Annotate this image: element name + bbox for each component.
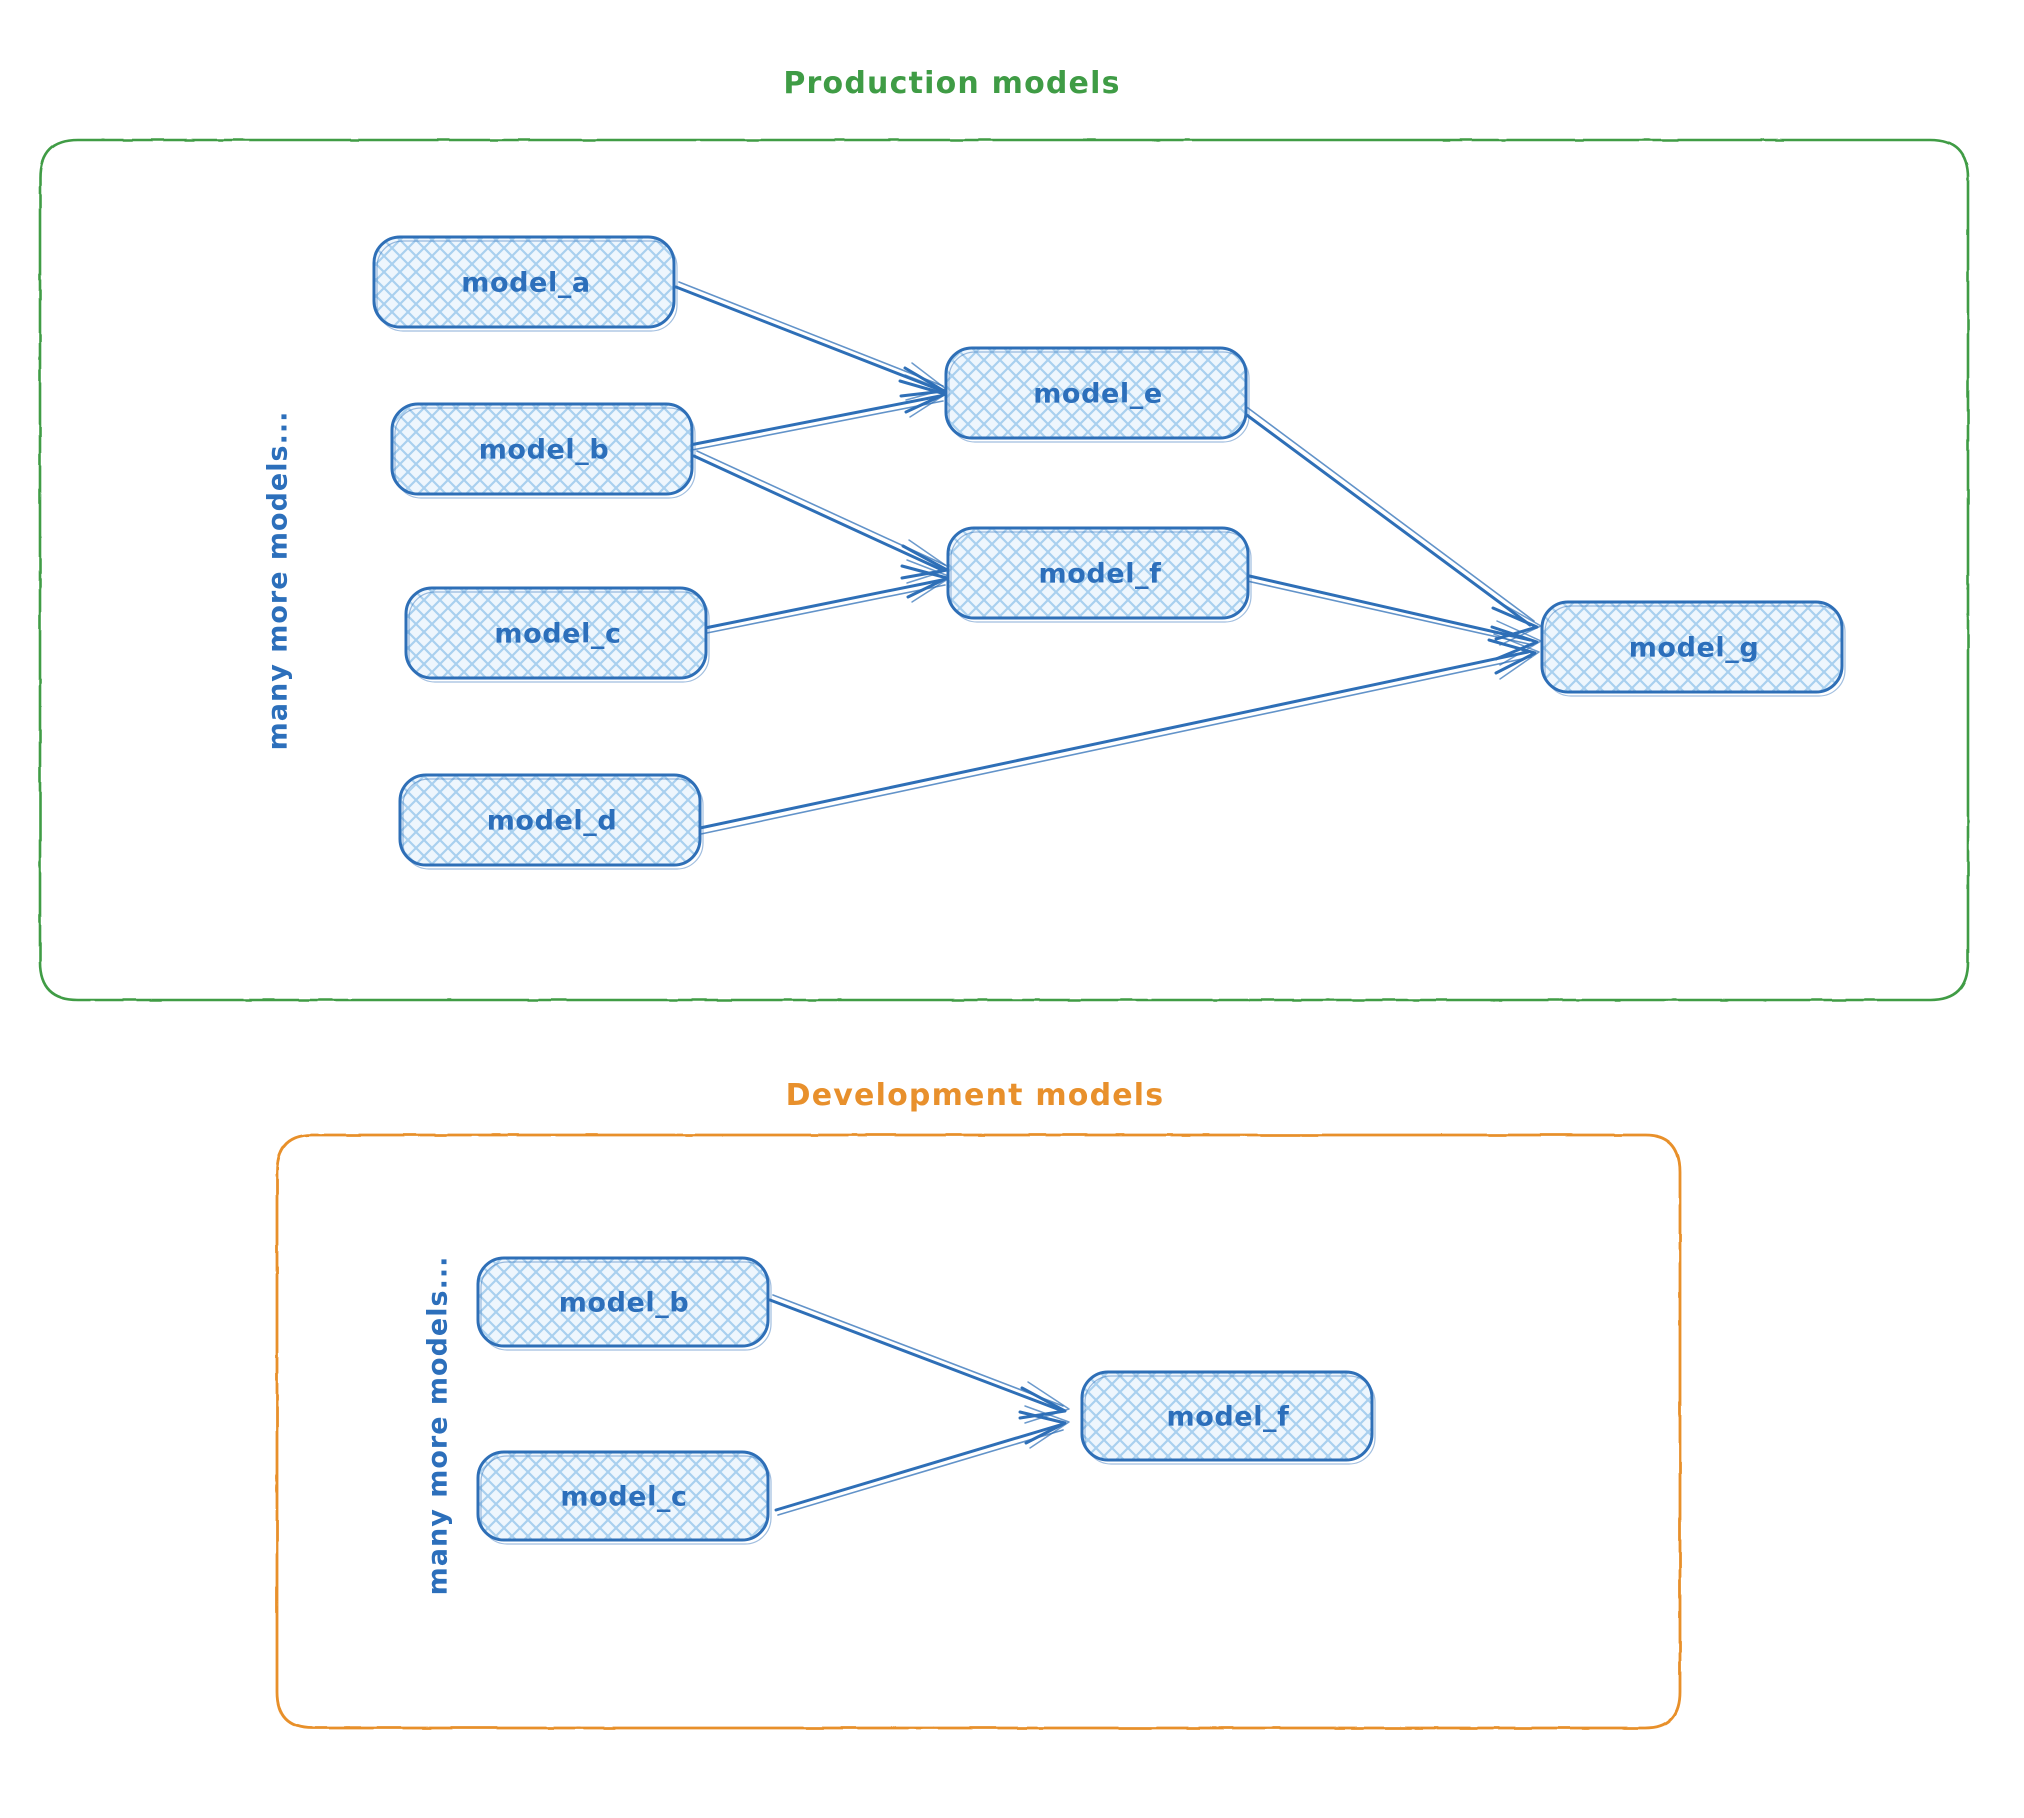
node-label-prod-model-c: model_c: [494, 618, 622, 650]
node-dev-model-f[interactable]: [1080, 1370, 1376, 1465]
edge-model-d-to-model-g: [698, 633, 1540, 835]
node-label-dev-model-c: model_c: [560, 1481, 688, 1513]
node-prod-model-g[interactable]: [1540, 600, 1846, 697]
node-label-prod-model-d: model_d: [486, 805, 618, 837]
node-label-dev-model-b: model_b: [558, 1287, 690, 1319]
edge-model-b-to-model-e: [688, 374, 950, 451]
node-label-prod-model-a: model_a: [461, 267, 591, 299]
group-title-development: Development models: [785, 1078, 1165, 1113]
node-prod-model-c[interactable]: [404, 586, 710, 683]
node-prod-model-f[interactable]: [946, 526, 1252, 623]
node-label-prod-model-b: model_b: [478, 434, 610, 466]
edge-model-c-to-model-f: [703, 559, 952, 634]
group-container-production: [38, 138, 1970, 1002]
node-label-prod-model-f: model_f: [1038, 558, 1162, 590]
nodes-development: [476, 1256, 1376, 1545]
node-prod-model-e[interactable]: [944, 346, 1250, 443]
node-prod-model-a[interactable]: [372, 235, 678, 332]
node-dev-model-b[interactable]: [476, 1256, 772, 1351]
node-dev-model-c[interactable]: [476, 1450, 772, 1545]
edge-dev-model-c-to-model-f[interactable]: [774, 1405, 1070, 1516]
edge-model-b-to-model-f: [692, 450, 952, 584]
edges-development: [768, 1294, 1070, 1516]
nodes-production: [372, 235, 1846, 870]
node-label-dev-model-f: model_f: [1166, 1401, 1290, 1433]
group-container-development: [275, 1133, 1682, 1730]
node-label-prod-model-e: model_e: [1033, 378, 1163, 410]
side-note-development: many more models...: [422, 1255, 454, 1596]
side-note-production: many more models...: [262, 410, 294, 751]
edge-model-f-to-model-g: [1243, 573, 1542, 666]
edge-dev-model-b-to-model-f[interactable]: [768, 1294, 1070, 1424]
node-prod-model-d[interactable]: [398, 773, 704, 870]
group-title-production: Production models: [783, 66, 1121, 101]
node-label-prod-model-g: model_g: [1628, 632, 1760, 664]
node-prod-model-b[interactable]: [390, 402, 696, 499]
